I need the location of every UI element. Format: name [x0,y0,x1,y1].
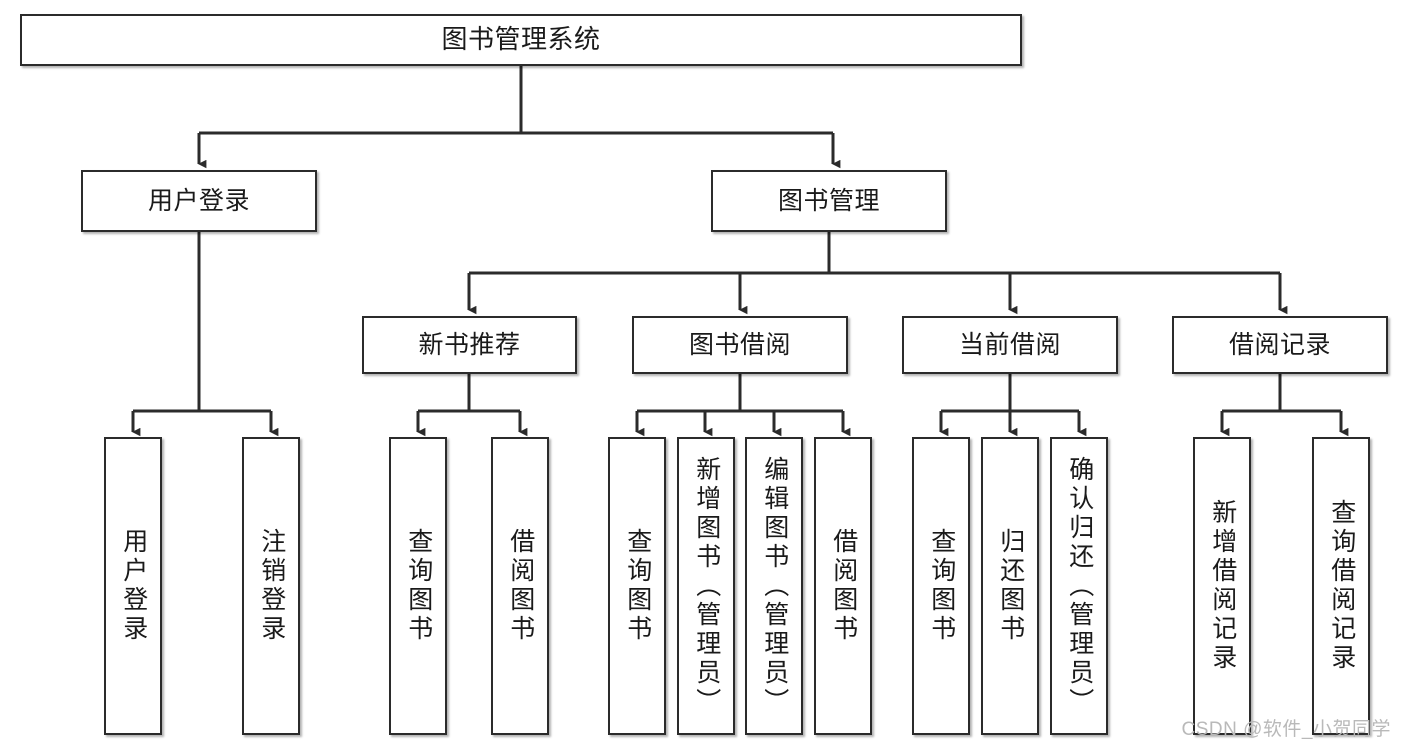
node-label: 图书借阅 [688,330,791,359]
node-root-book-management-system[interactable]: 图书管理系统 [20,14,1022,66]
node-leaf-borrow-book[interactable]: 借阅图书 [814,437,872,735]
node-user-login[interactable]: 用户登录 [81,170,317,232]
node-label: 归还图书 [996,528,1025,644]
node-label: 借阅记录 [1228,330,1331,359]
node-label: 借阅图书 [829,528,858,644]
node-label: 用户登录 [147,186,250,215]
node-label: 新书推荐 [418,330,521,359]
node-borrow-record[interactable]: 借阅记录 [1172,316,1388,374]
node-label: 查询图书 [623,528,652,644]
node-label: 查询借阅记录 [1327,499,1356,673]
node-label: 新增借阅记录 [1208,499,1237,673]
node-leaf-edit-book[interactable]: 编辑图书（管理员） [745,437,803,735]
node-leaf-add-borrow-record[interactable]: 新增借阅记录 [1193,437,1251,735]
node-book-manage[interactable]: 图书管理 [711,170,947,232]
node-label: 确认归还（管理员） [1065,455,1094,717]
node-leaf-borrow-book-recommend[interactable]: 借阅图书 [491,437,549,735]
node-leaf-query-book-current[interactable]: 查询图书 [912,437,970,735]
node-label: 新增图书（管理员） [692,455,721,717]
node-label: 借阅图书 [506,528,535,644]
node-label: 图书管理 [777,186,880,215]
node-leaf-confirm-return[interactable]: 确认归还（管理员） [1050,437,1108,735]
node-new-book-recommend[interactable]: 新书推荐 [362,316,577,374]
node-book-borrow[interactable]: 图书借阅 [632,316,848,374]
node-label: 当前借阅 [958,330,1061,359]
node-leaf-query-book-recommend[interactable]: 查询图书 [389,437,447,735]
node-leaf-user-login[interactable]: 用户登录 [104,437,162,735]
node-leaf-logout-login[interactable]: 注销登录 [242,437,300,735]
watermark: CSDN @软件_小贺同学 [1181,719,1391,740]
node-label: 查询图书 [927,528,956,644]
node-leaf-add-book[interactable]: 新增图书（管理员） [677,437,735,735]
node-current-borrow[interactable]: 当前借阅 [902,316,1118,374]
node-label: 图书管理系统 [441,24,601,55]
node-label: 编辑图书（管理员） [760,455,789,717]
node-label: 注销登录 [257,528,286,644]
node-label: 用户登录 [119,528,148,644]
node-leaf-query-book-borrow[interactable]: 查询图书 [608,437,666,735]
node-leaf-return-book[interactable]: 归还图书 [981,437,1039,735]
node-label: 查询图书 [404,528,433,644]
node-leaf-query-borrow-record[interactable]: 查询借阅记录 [1312,437,1370,735]
